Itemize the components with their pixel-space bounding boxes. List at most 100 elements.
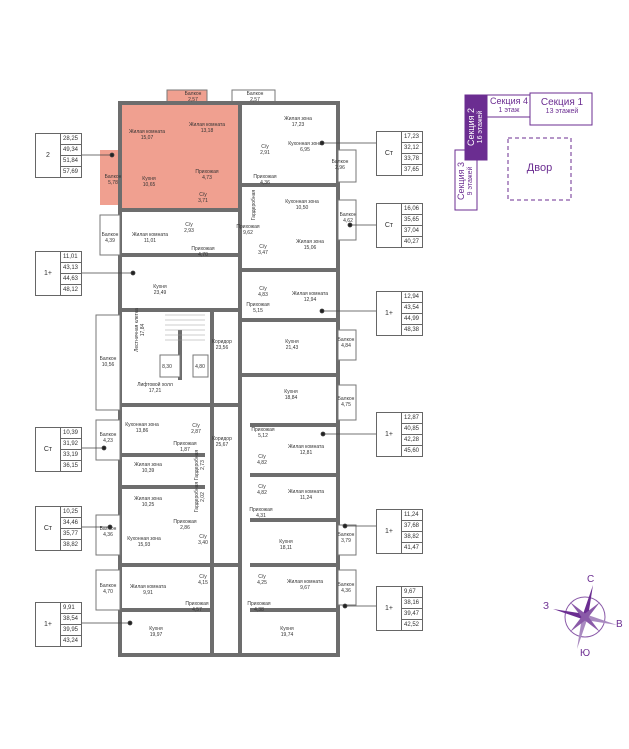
section-floors: 16 этажей: [477, 110, 484, 144]
room-area: 4,31: [256, 513, 266, 519]
room-name: Жилая комната: [291, 291, 329, 297]
room-name: С/у: [261, 144, 269, 150]
apartment-area: 12,94: [402, 292, 422, 303]
apartment-area: 44,99: [402, 314, 422, 325]
room-area: 3,40: [198, 540, 208, 546]
room-area: 4,73: [202, 175, 212, 181]
apartment-type: Ст: [36, 507, 61, 550]
room-name: С/у: [258, 454, 266, 460]
room-name: Кухня: [285, 339, 299, 345]
room-area: 13,18: [200, 128, 214, 134]
room-name: Прихожая: [195, 169, 219, 175]
apartment-type: 1+: [377, 587, 402, 630]
room-name: Балкон: [331, 159, 349, 165]
room-name: Прихожая: [191, 246, 215, 252]
room-area: 4,80: [195, 364, 205, 370]
room-name: Жилая комната: [287, 444, 325, 450]
room-area: 4,36: [260, 180, 270, 186]
room-area: 1,87: [180, 447, 190, 453]
apartment-area: 45,60: [404, 448, 420, 454]
apartment-area: 43,24: [63, 638, 79, 644]
room-name: Прихожая: [247, 601, 271, 607]
apartment-area: 33,19: [61, 450, 81, 461]
apartment-area: 32,12: [402, 143, 422, 154]
apartment-area: 9,91: [61, 603, 81, 614]
apartment-area: 40,85: [402, 424, 422, 435]
room-label: 8,30: [162, 364, 172, 370]
room-area: 21,43: [285, 345, 299, 351]
section-name: Секция 3: [456, 162, 466, 201]
apartment-area: 44,63: [61, 274, 81, 285]
room-area: 15,06: [303, 245, 317, 251]
room-name: Коридор: [212, 339, 232, 345]
section-name: Секция 2: [466, 108, 476, 147]
apartment-area: 39,95: [61, 625, 81, 636]
apartment-area: 9,67: [402, 587, 422, 598]
room-name: Прихожая: [253, 174, 277, 180]
room-name: Кухня: [142, 176, 156, 182]
apartment-area: 40,27: [404, 239, 420, 245]
apartment-type: 1+: [377, 292, 402, 335]
room-area: 4,57: [192, 607, 202, 613]
room-area: 17,84: [140, 323, 146, 337]
room-name: Балкон: [184, 91, 202, 97]
compass-west: З: [543, 601, 550, 612]
room-area: 10,50: [295, 205, 309, 211]
apartment-area: 42,52: [404, 622, 420, 628]
apartment-area: 37,65: [404, 167, 420, 173]
room-name: Прихожая: [173, 519, 197, 525]
room-area: 4,25: [257, 580, 267, 586]
room-area: 2,73: [200, 460, 206, 470]
room-area: 4,62: [343, 218, 353, 224]
room-area: 9,91: [143, 590, 153, 596]
apartment-area: 34,46: [61, 518, 81, 529]
room-area: 4,23: [103, 438, 113, 444]
room-name: Кухонная зона: [285, 199, 319, 205]
room-name: Балкон: [337, 532, 355, 538]
room-name: С/у: [199, 534, 207, 540]
room-area: 11,24: [299, 495, 313, 501]
room-name: Жилая комната: [129, 584, 167, 590]
room-area: 10,56: [101, 362, 115, 368]
room-area: 5,78: [108, 180, 118, 186]
room-area: 4,82: [257, 490, 267, 496]
room-area: 18,11: [279, 545, 293, 551]
